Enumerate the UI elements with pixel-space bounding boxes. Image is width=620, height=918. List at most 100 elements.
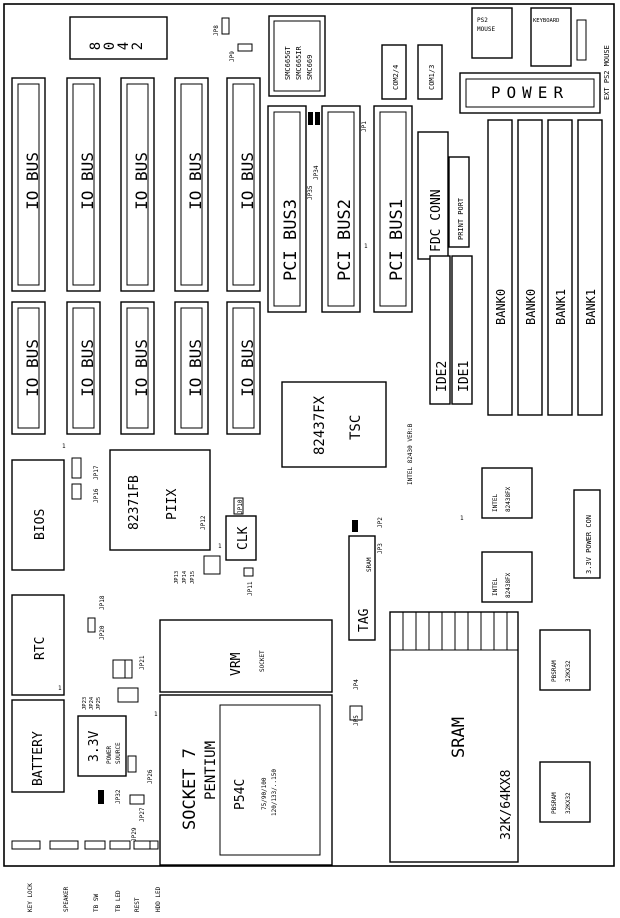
- jumper-label: JP34: [313, 165, 320, 180]
- dip-digit: 0: [102, 42, 118, 50]
- pin-one-label: 1: [154, 711, 158, 718]
- pci-bus2-label: PCI BUS2: [335, 199, 355, 281]
- mouse-label: MOUSE: [477, 26, 495, 33]
- jumper-label: JP1: [361, 121, 368, 132]
- jumper-label: JP27: [139, 807, 146, 822]
- tag-label: TAG: [357, 608, 372, 632]
- ps2-keyboard-area: PS2 MOUSE KEYBOARD EXT PS2 MOUSE: [471, 7, 611, 100]
- jumper-label: JP18: [99, 595, 106, 610]
- smc-super-io-chip: SMC665GT SMC665IR SMC669: [268, 15, 326, 97]
- fdc-conn-label: FDC CONN: [429, 189, 444, 252]
- sram-label: SRAM: [449, 717, 469, 758]
- io-bus-label: IO BUS: [132, 152, 151, 210]
- rtc-chip: RTC: [11, 594, 65, 696]
- bank-label: BANK1: [554, 289, 568, 325]
- io-bus-label: IO BUS: [23, 339, 42, 397]
- front-panel-headers: KEY LOCK SPEAKER TB SW TB LED REST HDD L…: [11, 840, 162, 912]
- io-bus-label: IO BUS: [186, 339, 205, 397]
- jumper-label: JP29: [131, 827, 138, 842]
- battery-label: BATTERY: [31, 731, 46, 786]
- pbsram-label: PBSRAM: [551, 792, 558, 814]
- vrm-socket-label: SOCKET: [259, 650, 266, 672]
- front-panel-label-hdd-led: HDD LED: [155, 886, 162, 912]
- power-label: POWER: [491, 83, 569, 102]
- jumper-label: JP11: [247, 581, 254, 596]
- vrm-label: VRM: [229, 652, 244, 676]
- chip-82371fb-piix: 82371FB PIIX: [109, 449, 211, 551]
- bank-label: BANK0: [524, 289, 538, 325]
- chip-82437fx-label: 82437FX: [312, 395, 328, 455]
- jumper-label: JP3: [377, 543, 384, 554]
- pin-one-label: 1: [364, 243, 368, 250]
- jumpers-jp4-jp5: JP4 JP5: [349, 679, 363, 726]
- jumper-label: JP10: [237, 499, 244, 514]
- chip-label: SMC665GT: [284, 45, 292, 80]
- dip-digit: 8: [88, 42, 104, 50]
- chip-label: 82438FX: [505, 572, 512, 598]
- pin-one-label: 1: [58, 685, 62, 692]
- pbsram-size-label: 32KX32: [565, 660, 572, 682]
- vrm-socket: VRM SOCKET: [159, 619, 333, 693]
- io-bus-label: IO BUS: [132, 339, 151, 397]
- power-source-label: SOURCE: [115, 742, 122, 764]
- pentium-label: PENTIUM: [203, 741, 219, 800]
- io-bus-label: IO BUS: [238, 152, 257, 210]
- io-bus-label: IO BUS: [78, 339, 97, 397]
- chip-label: INTEL: [492, 578, 499, 596]
- jumper-label: JP32: [115, 789, 122, 804]
- fdc-print-port: FDC CONN PRINT PORT: [417, 131, 470, 260]
- io-bus-label: IO BUS: [23, 152, 42, 210]
- jumper-label: JP23: [82, 697, 88, 710]
- pin-one-label: 1: [460, 515, 464, 522]
- io-bus-label: IO BUS: [78, 152, 97, 210]
- pbsram-size-label: 32KX32: [565, 792, 572, 814]
- print-port-label: PRINT PORT: [457, 197, 465, 240]
- socket7-cpu: SOCKET 7 PENTIUM P54C 75/90/100 120/133/…: [159, 694, 333, 866]
- ide-connectors: IDE2 IDE1: [429, 255, 473, 405]
- sram-cache: SRAM 32K/64KX8: [389, 611, 519, 863]
- simm-banks: BANK0 BANK0 BANK1 BANK1: [487, 119, 603, 416]
- jumper-label: JP21: [139, 655, 146, 670]
- chip-intel-82438fx: INTEL 82438FX INTEL 82438FX: [481, 467, 533, 603]
- jumpers-bottom-left: JP26 JP32 JP27 JP29: [98, 755, 154, 842]
- clk-label: CLK: [236, 526, 251, 550]
- jumper-label: JP35: [307, 185, 314, 200]
- chip-82371fb-label: 82371FB: [127, 475, 142, 530]
- intel-82430-label: INTEL 82430 VER:B: [407, 423, 414, 485]
- pci-slots: PCI BUS3 PCI BUS2 PCI BUS1: [267, 105, 413, 313]
- pin-one-label: 1: [62, 443, 66, 450]
- front-panel-label-rest: REST: [134, 897, 141, 912]
- tag-sram-chip: JP2 JP3 TAG SRAM: [348, 517, 384, 641]
- ide2-label: IDE2: [435, 361, 450, 392]
- rtc-label: RTC: [33, 637, 48, 660]
- cpu-speeds-label: 120/133/..150: [271, 769, 278, 816]
- power-con-label: 3.3V POWER CON: [585, 515, 593, 574]
- battery: BATTERY: [11, 699, 65, 793]
- jumper-label: JP13: [174, 571, 180, 584]
- cpu-name-label: P54C: [233, 779, 248, 810]
- bios-label: BIOS: [33, 509, 48, 540]
- front-panel-label-speaker: SPEAKER: [63, 886, 70, 912]
- jumper-label: JP25: [96, 697, 102, 710]
- front-panel-label-tb-sw: TB SW: [93, 894, 100, 912]
- jumper-label: JP9: [229, 51, 236, 62]
- cpu-speeds-label: 75/90/100: [261, 777, 268, 810]
- chip-label: INTEL: [492, 494, 499, 512]
- pci-bus3-label: PCI BUS3: [281, 199, 301, 281]
- jumper-label: JP14: [182, 570, 188, 584]
- tag-sram-label: SRAM: [366, 557, 373, 572]
- io-bus-label: IO BUS: [186, 152, 205, 210]
- bank-label: BANK1: [584, 289, 598, 325]
- bank-label: BANK0: [494, 289, 508, 325]
- com2-label: COM2/4: [392, 65, 400, 90]
- jumper-label: JP12: [200, 515, 207, 530]
- jumper-label: JP5: [353, 715, 360, 726]
- power-connector: POWER: [459, 72, 601, 114]
- board-outline: [3, 3, 615, 867]
- pbsram-label: PBSRAM: [551, 660, 558, 682]
- chip-label: 82438FX: [505, 486, 512, 512]
- ide1-label: IDE1: [457, 361, 472, 392]
- ext-ps2-mouse-label: EXT PS2 MOUSE: [603, 45, 611, 100]
- sram-size-label: 32K/64KX8: [499, 770, 514, 840]
